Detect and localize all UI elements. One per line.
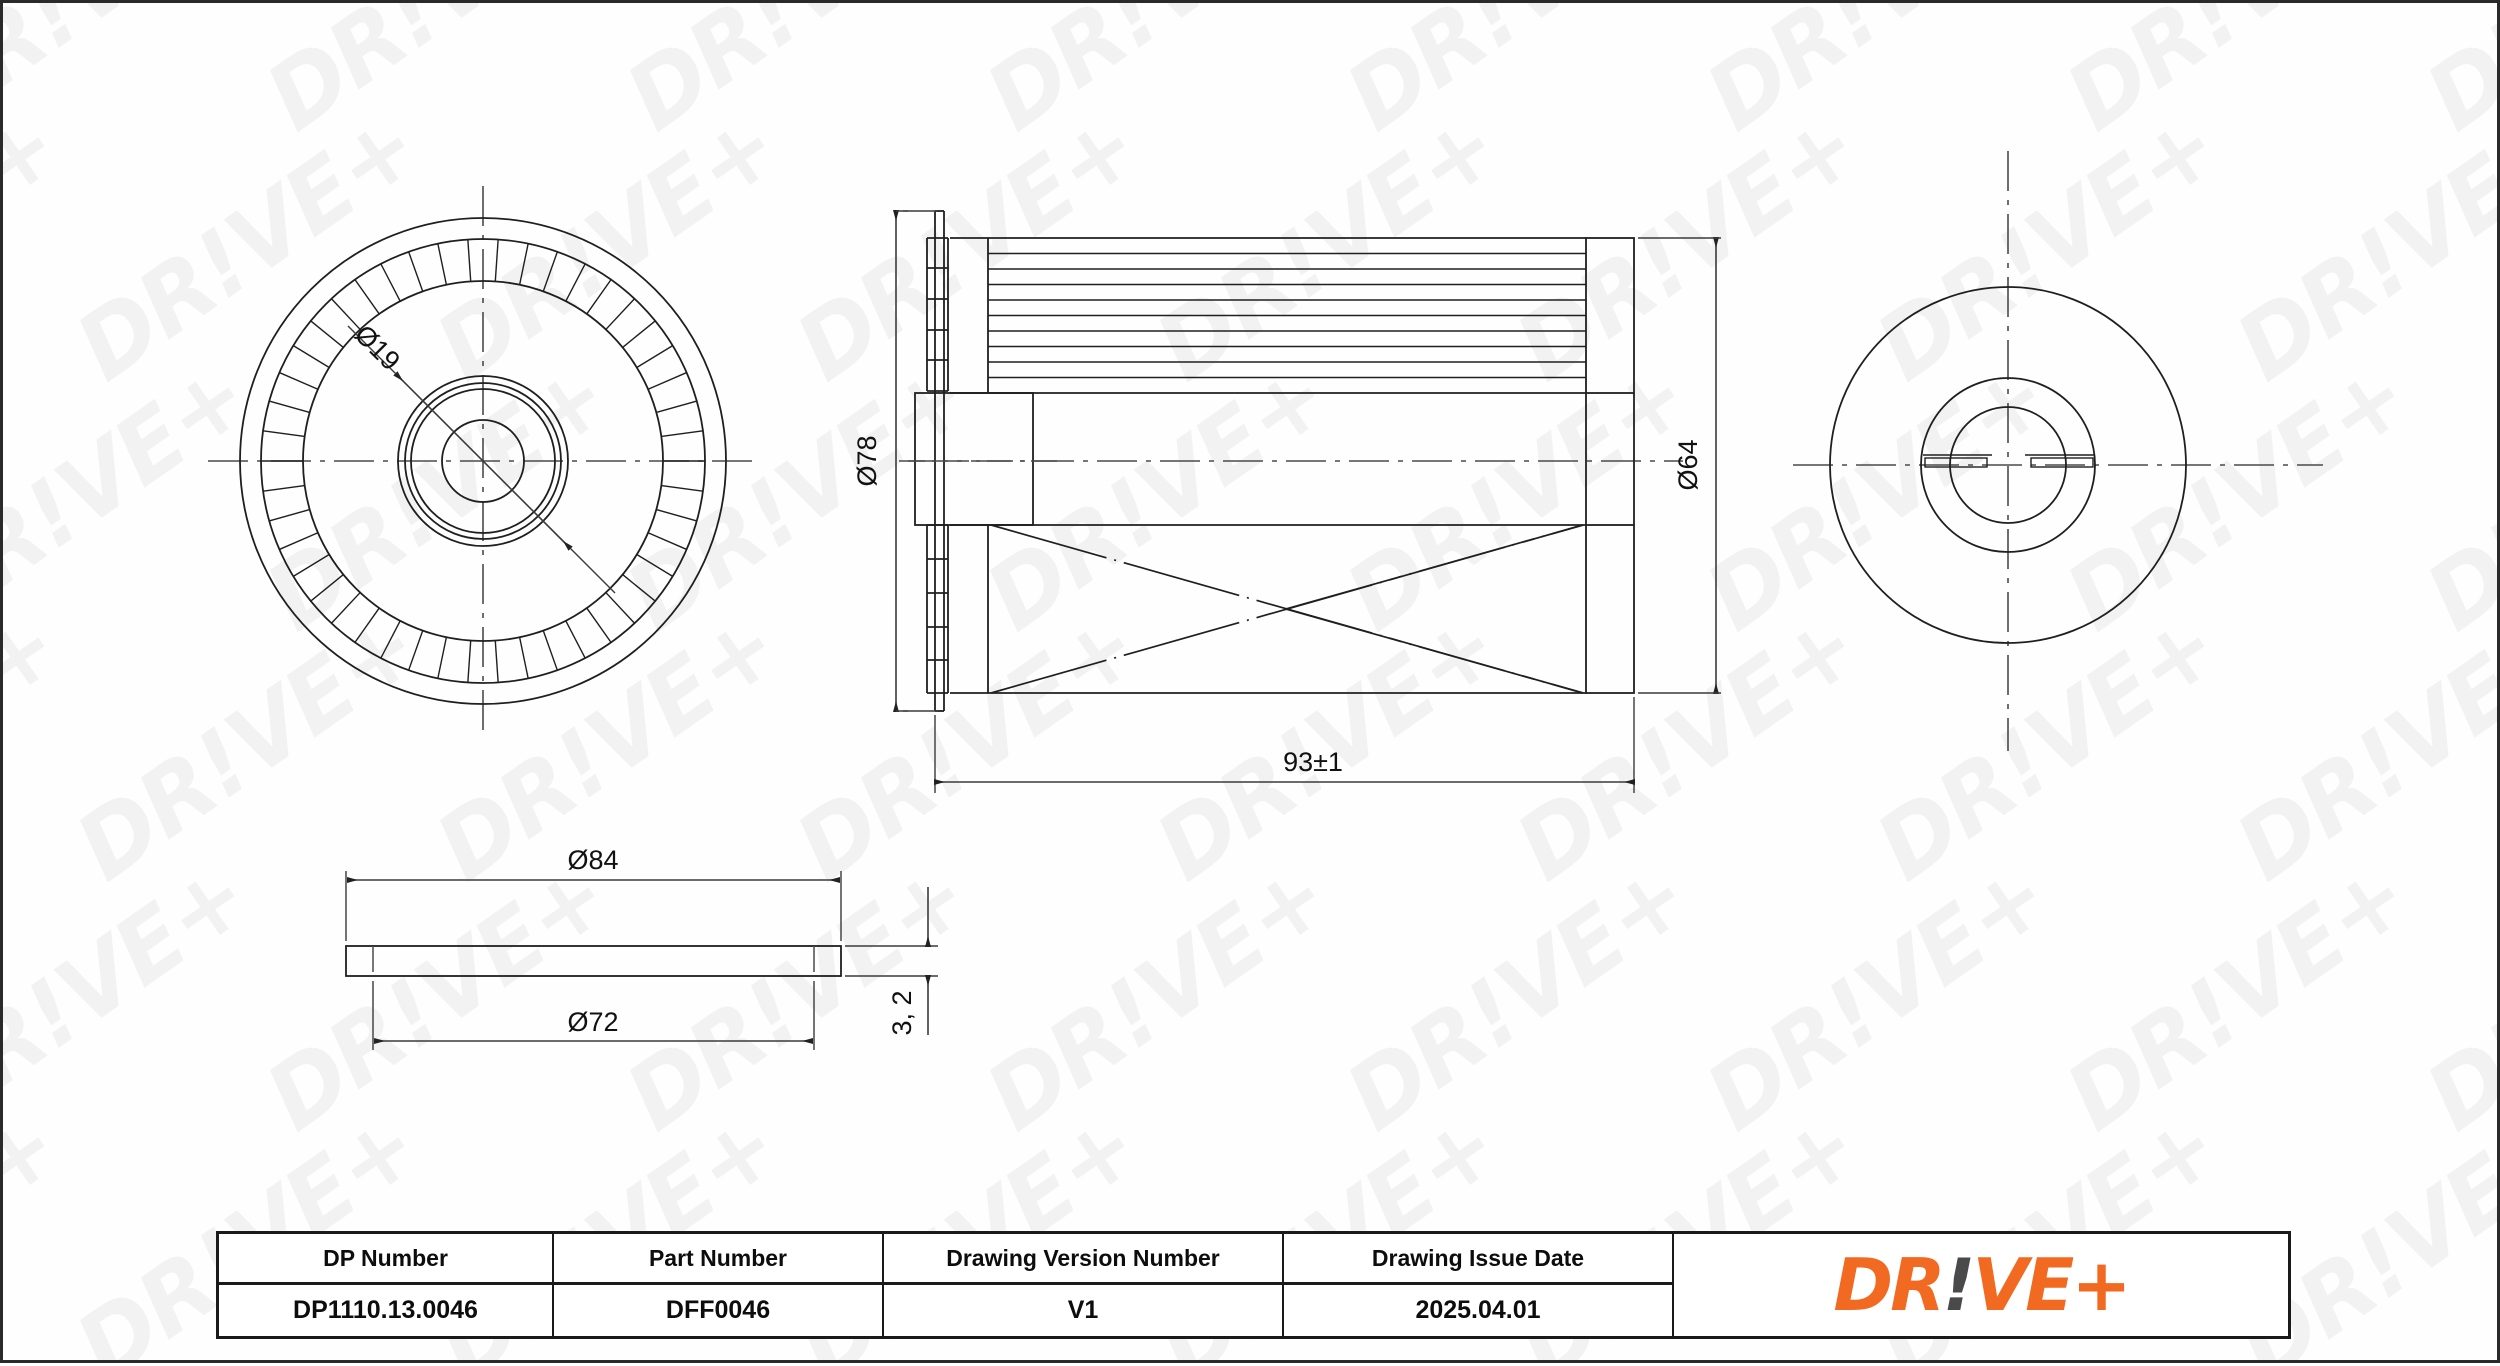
header-issue-date: Drawing Issue Date [1284, 1234, 1672, 1285]
pleat-tick [380, 263, 401, 302]
pleat-tick [605, 298, 636, 330]
pleat-tick [467, 640, 472, 683]
pleat-tick [565, 263, 586, 302]
pleat-tick [494, 239, 499, 282]
pleat-tick [330, 592, 361, 624]
pleat-tick [494, 640, 499, 683]
pleat-tick [279, 371, 319, 390]
pleat-tick [354, 279, 380, 315]
pleat-tick [656, 400, 697, 414]
rear-end-face-view [1793, 151, 2323, 751]
pleat-tick [661, 484, 704, 492]
title-block: DP Number DP1110.13.0046 Part Number DFF… [216, 1231, 2291, 1339]
title-block-column-part-number: Part Number DFF0046 [554, 1234, 884, 1336]
pleat-tick [354, 607, 380, 643]
logo-text-part1: DR [1833, 1243, 1945, 1327]
pleat-tick [542, 630, 558, 671]
header-dp-number: DP Number [219, 1234, 552, 1285]
pleat-tick [636, 345, 674, 369]
pleat-tick [467, 239, 472, 282]
longitudinal-section-view: Ø78 Ø64 93±1 [852, 210, 1721, 793]
logo-accent-icon: ! [1942, 1243, 1976, 1327]
pleat-tick [408, 251, 424, 292]
pleat-tick [656, 508, 697, 522]
pleat-tick [269, 400, 310, 414]
pleat-tick [310, 320, 344, 348]
drawing-canvas: .ln{stroke:#1f1f1f;stroke-width:1.8;fill… [3, 3, 2497, 1360]
pleat-tick [586, 279, 612, 315]
drive-plus-logo: DR!VE+ [1833, 1243, 2131, 1327]
pleat-tick [518, 637, 529, 679]
value-dp-number: DP1110.13.0046 [293, 1296, 478, 1324]
pleat-tick [636, 553, 674, 577]
pleat-tick [292, 345, 330, 369]
pleat-tick [622, 320, 656, 348]
pleat-tick [262, 430, 305, 438]
pleat-tick [262, 484, 305, 492]
pleat-tick [518, 243, 529, 285]
value-issue-date: 2025.04.01 [1415, 1296, 1541, 1324]
pleat-tick [279, 532, 319, 551]
dim-label-length: 93±1 [1283, 747, 1343, 777]
dim-label-bore: Ø19 [349, 319, 406, 376]
value-drawing-version: V1 [1067, 1296, 1099, 1324]
value-part-number: DFF0046 [665, 1296, 771, 1324]
pleat-tick [437, 243, 448, 285]
pleat-tick [310, 574, 344, 602]
pleat-tick [647, 532, 687, 551]
title-block-column-dp-number: DP Number DP1110.13.0046 [219, 1234, 554, 1336]
header-part-number: Part Number [554, 1234, 882, 1285]
pleat-tick [622, 574, 656, 602]
pleat-tick [661, 430, 704, 438]
dim-label-outer-diameter: Ø78 [852, 435, 882, 486]
pleat-tick [565, 620, 586, 659]
gasket-section-view: Ø84 Ø72 3, 2 [345, 845, 938, 1050]
dim-label-gasket-thickness: 3, 2 [887, 990, 917, 1035]
pleat-tick [408, 630, 424, 671]
pleat-tick [269, 508, 310, 522]
pleat-tick [542, 251, 558, 292]
title-block-column-logo: DR!VE+ [1674, 1234, 2288, 1336]
logo-text-part2: VE+ [1972, 1243, 2131, 1327]
header-drawing-version: Drawing Version Number [884, 1234, 1282, 1285]
dim-label-inner-diameter: Ø64 [1673, 439, 1703, 490]
pleat-tick [647, 371, 687, 390]
dim-label-gasket-inner: Ø72 [567, 1007, 618, 1037]
title-block-column-version: Drawing Version Number V1 [884, 1234, 1284, 1336]
pleat-tick [380, 620, 401, 659]
end-face-view: Ø19 [208, 186, 758, 736]
pleat-tick [586, 607, 612, 643]
pleat-tick [330, 298, 361, 330]
pleat-tick [437, 637, 448, 679]
title-block-column-issue-date: Drawing Issue Date 2025.04.01 [1284, 1234, 1674, 1336]
dim-label-gasket-outer: Ø84 [567, 845, 618, 875]
pleat-tick [605, 592, 636, 624]
pleat-tick [292, 553, 330, 577]
